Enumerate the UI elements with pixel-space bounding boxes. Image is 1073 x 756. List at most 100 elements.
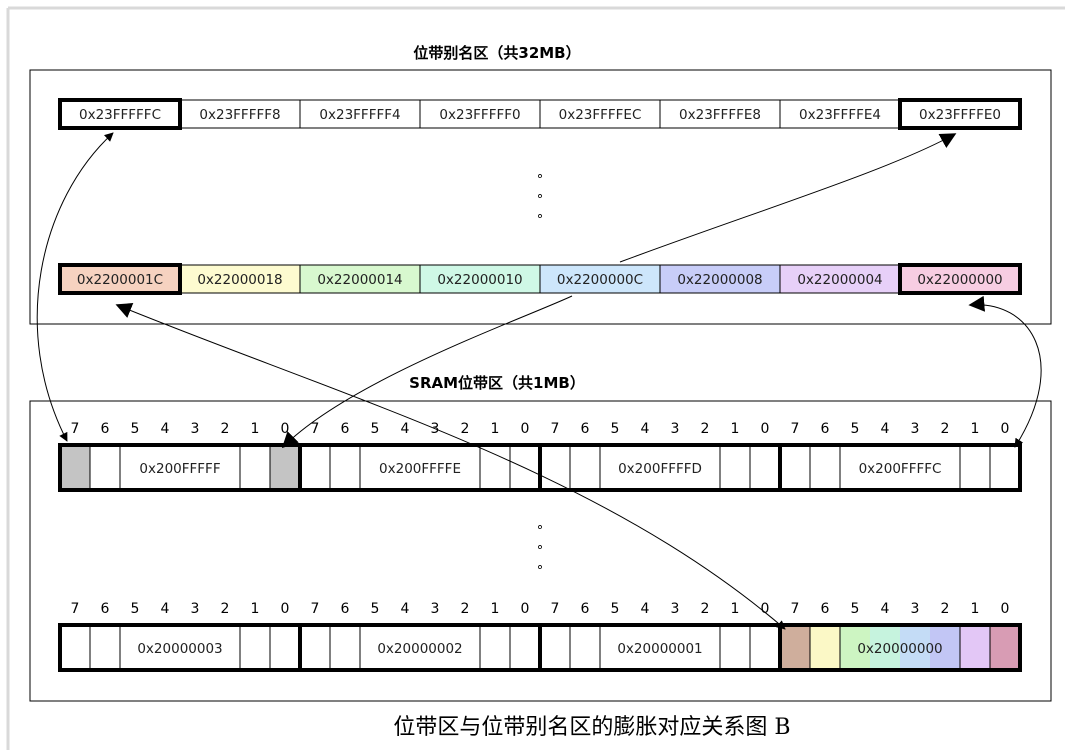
bit-label: 7 bbox=[311, 601, 320, 617]
sram-bottom-byte-address: 0x20000002 bbox=[377, 641, 462, 657]
bit-label: 2 bbox=[221, 601, 230, 617]
alias-bottom-address: 0x2200001C bbox=[77, 272, 163, 288]
bit-label: 6 bbox=[341, 421, 350, 437]
sram-bottom-bit-fill bbox=[990, 625, 1020, 670]
alias-top-cell bbox=[419, 99, 541, 129]
bit-label: 1 bbox=[491, 421, 500, 437]
bit-label: 4 bbox=[401, 421, 410, 437]
bit-label: 5 bbox=[131, 421, 140, 437]
bit-label: 7 bbox=[791, 601, 800, 617]
alias-top-cell bbox=[779, 99, 901, 129]
bit-label: 7 bbox=[311, 421, 320, 437]
alias-top-highlight-frame bbox=[898, 98, 1022, 130]
sram-top-bit-fill bbox=[270, 445, 300, 490]
bit-label: 0 bbox=[1001, 421, 1010, 437]
bit-label: 2 bbox=[941, 421, 950, 437]
bit-label: 4 bbox=[641, 421, 650, 437]
sram-top-byte-address: 0x200FFFFD bbox=[618, 461, 702, 477]
sram-bottom-bit-fill bbox=[780, 625, 810, 670]
alias-ellipsis: °°° bbox=[537, 173, 544, 228]
alias-top-address: 0x23FFFFFC bbox=[79, 107, 161, 123]
arrow-bit7-to-23FFFFFC bbox=[36, 132, 114, 442]
ellipsis-dot: ° bbox=[537, 564, 544, 579]
bit-label: 6 bbox=[821, 421, 830, 437]
sram-bottom-bit-fill bbox=[900, 625, 930, 670]
alias-bottom-highlight-frame bbox=[898, 263, 1022, 295]
bit-label: 1 bbox=[731, 421, 740, 437]
alias-top-address: 0x23FFFFF4 bbox=[319, 107, 400, 123]
sram-top-row: 0x200FFFFF 0x200FFFFE 0x200FFFFD 0x200FFFFC bbox=[58, 443, 1022, 492]
bit-label: 5 bbox=[851, 601, 860, 617]
arrow-2200000C-to-23FFFFE0 bbox=[619, 133, 957, 263]
alias-bottom-address: 0x22000014 bbox=[317, 272, 402, 288]
bit-label: 2 bbox=[701, 421, 710, 437]
alias-top-address: 0x23FFFFE4 bbox=[799, 107, 881, 123]
bit-label: 0 bbox=[281, 601, 290, 617]
alias-top-cell bbox=[659, 99, 781, 129]
ellipsis-dot: ° bbox=[537, 524, 544, 539]
bit-label: 6 bbox=[581, 601, 590, 617]
bit-label: 6 bbox=[821, 601, 830, 617]
sram-bottom-bit-fill bbox=[810, 625, 840, 670]
bit-label: 4 bbox=[161, 601, 170, 617]
bit-label: 5 bbox=[371, 421, 380, 437]
alias-top-highlight-frame bbox=[58, 98, 182, 130]
ellipsis-dot: ° bbox=[537, 544, 544, 559]
sram-bottom-bit-fill bbox=[840, 625, 870, 670]
bit-label: 4 bbox=[161, 421, 170, 437]
bit-label: 5 bbox=[611, 601, 620, 617]
bit-label: 6 bbox=[101, 421, 110, 437]
figure-caption: 位带区与位带别名区的膨胀对应关系图 B bbox=[393, 715, 790, 740]
bit-label: 0 bbox=[761, 421, 770, 437]
alias-top-address: 0x23FFFFF0 bbox=[439, 107, 520, 123]
alias-bottom-cell bbox=[299, 264, 421, 294]
alias-top-address: 0x23FFFFF8 bbox=[199, 107, 280, 123]
bit-label: 1 bbox=[971, 421, 980, 437]
bit-label: 4 bbox=[401, 601, 410, 617]
alias-bottom-cell bbox=[539, 264, 661, 294]
bit-label: 4 bbox=[881, 601, 890, 617]
bit-label: 4 bbox=[641, 601, 650, 617]
bit-label: 1 bbox=[971, 601, 980, 617]
sram-top-byte-address: 0x200FFFFE bbox=[379, 461, 461, 477]
arrow-2200000C-to-200FFFFF-bit0 bbox=[281, 295, 573, 449]
bit-label: 6 bbox=[341, 601, 350, 617]
bit-label: 2 bbox=[221, 421, 230, 437]
sram-bottom-row: 0x20000003 0x20000002 0x20000001 0x20000000 bbox=[58, 623, 1022, 672]
alias-bottom-cell bbox=[659, 264, 781, 294]
alias-top-address: 0x23FFFFEC bbox=[559, 107, 642, 123]
sram-ellipsis: ° ° ° bbox=[537, 524, 544, 579]
arrow-bit0-to-22000000 bbox=[968, 295, 1042, 448]
alias-top-cell bbox=[59, 99, 181, 129]
ellipsis-dot: ° bbox=[537, 173, 544, 188]
bit-label: 7 bbox=[551, 421, 560, 437]
bit-label: 7 bbox=[791, 421, 800, 437]
bit-label: 5 bbox=[131, 601, 140, 617]
bit-label: 3 bbox=[911, 601, 920, 617]
alias-top-address: 0x23FFFFE8 bbox=[679, 107, 761, 123]
sram-bottom-byte-address: 0x20000001 bbox=[617, 641, 702, 657]
bit-label: 2 bbox=[941, 601, 950, 617]
sram-top-byte-address: 0x200FFFFF bbox=[139, 461, 220, 477]
bit-label: 5 bbox=[851, 421, 860, 437]
alias-top-cell bbox=[299, 99, 421, 129]
sram-top-byte-address: 0x200FFFFC bbox=[859, 461, 942, 477]
bit-label: 6 bbox=[101, 601, 110, 617]
bit-label: 3 bbox=[191, 421, 200, 437]
alias-bottom-cell bbox=[179, 264, 301, 294]
sram-bottom-bit-fill bbox=[870, 625, 900, 670]
sram-bottom-byte-address: 0x20000000 bbox=[857, 641, 942, 657]
bit-label: 3 bbox=[671, 421, 680, 437]
bit-label: 7 bbox=[71, 421, 80, 437]
sram-bottom-byte-address: 0x20000003 bbox=[137, 641, 222, 657]
alias-region-title: 位带别名区（共32MB） bbox=[413, 44, 580, 62]
bit-label: 3 bbox=[911, 421, 920, 437]
sram-region-title: SRAM位带区（共1MB） bbox=[409, 374, 585, 392]
bit-label: 5 bbox=[611, 421, 620, 437]
bit-label: 5 bbox=[371, 601, 380, 617]
bit-label: 1 bbox=[251, 421, 260, 437]
